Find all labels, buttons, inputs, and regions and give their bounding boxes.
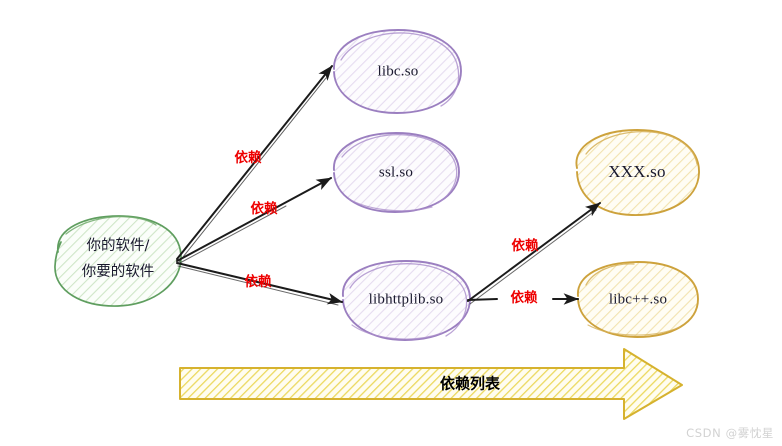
edge-libhttplib-to-xxx: 依赖 [467,202,601,305]
edge-label-your-software-to-ssl: 依赖 [251,200,278,217]
node-xxx-so[interactable]: XXX.so [575,129,700,216]
edge-your-software-to-libhttplib: 依赖 [176,262,343,306]
node-libhttplib-so[interactable]: libhttplib.so [342,260,471,341]
node-your-software[interactable]: 你的软件/ 你要的软件 [54,215,182,307]
node-your-software-sketch-stroke [65,215,157,235]
node-libcpp-so-label: libc++.so [609,291,667,307]
edge-your-software-to-libc: 依赖 [176,65,333,263]
node-your-software-label-line1: 你的软件/ [87,237,150,254]
csdn-watermark: CSDN @雾忱星 [686,426,774,440]
node-xxx-so-label: XXX.so [608,162,665,181]
edge-label-your-software-to-libhttplib: 依赖 [245,273,272,290]
node-libhttplib-so-sketch-stroke-bottom [351,324,443,340]
node-ssl-so-outline [333,132,460,213]
node-libc-so-sketch-stroke [340,32,460,107]
node-xxx-so-sketch-stroke [585,131,698,165]
edge-label-libhttplib-to-xxx: 依赖 [512,237,540,254]
node-libcpp-so[interactable]: libc++.so [577,261,699,338]
node-libcpp-so-sketch-stroke [585,263,635,286]
node-your-software-label-line2: 你要的软件 [82,263,155,280]
node-libc-so-outline [333,29,462,114]
node-ssl-so-sketch-stroke-bottom [348,198,433,212]
node-libc-so[interactable]: libc.so [333,29,462,114]
node-xxx-so-outline [575,129,700,216]
node-ssl-so[interactable]: ssl.so [333,132,460,213]
dependency-list-banner-label: 依赖列表 [440,375,501,393]
edge-label-libhttplib-to-libcpp: 依赖 [511,289,539,306]
node-your-software-outline [54,215,182,307]
node-ssl-so-sketch-stroke [341,134,458,204]
node-libc-so-label: libc.so [378,63,419,79]
node-ssl-so-label: ssl.so [379,164,413,180]
edge-your-software-to-ssl: 依赖 [176,177,332,265]
node-libhttplib-so-label: libhttplib.so [369,291,444,307]
edge-label-your-software-to-libc: 依赖 [235,149,262,166]
dependency-list-banner-shape [179,348,683,420]
node-libhttplib-so-sketch-stroke [349,263,468,337]
node-libcpp-so-sketch-stroke-bottom [587,324,681,336]
edge-libhttplib-to-libcpp: 依赖 [467,289,579,306]
dependency-list-banner[interactable]: 依赖列表 [179,348,683,420]
